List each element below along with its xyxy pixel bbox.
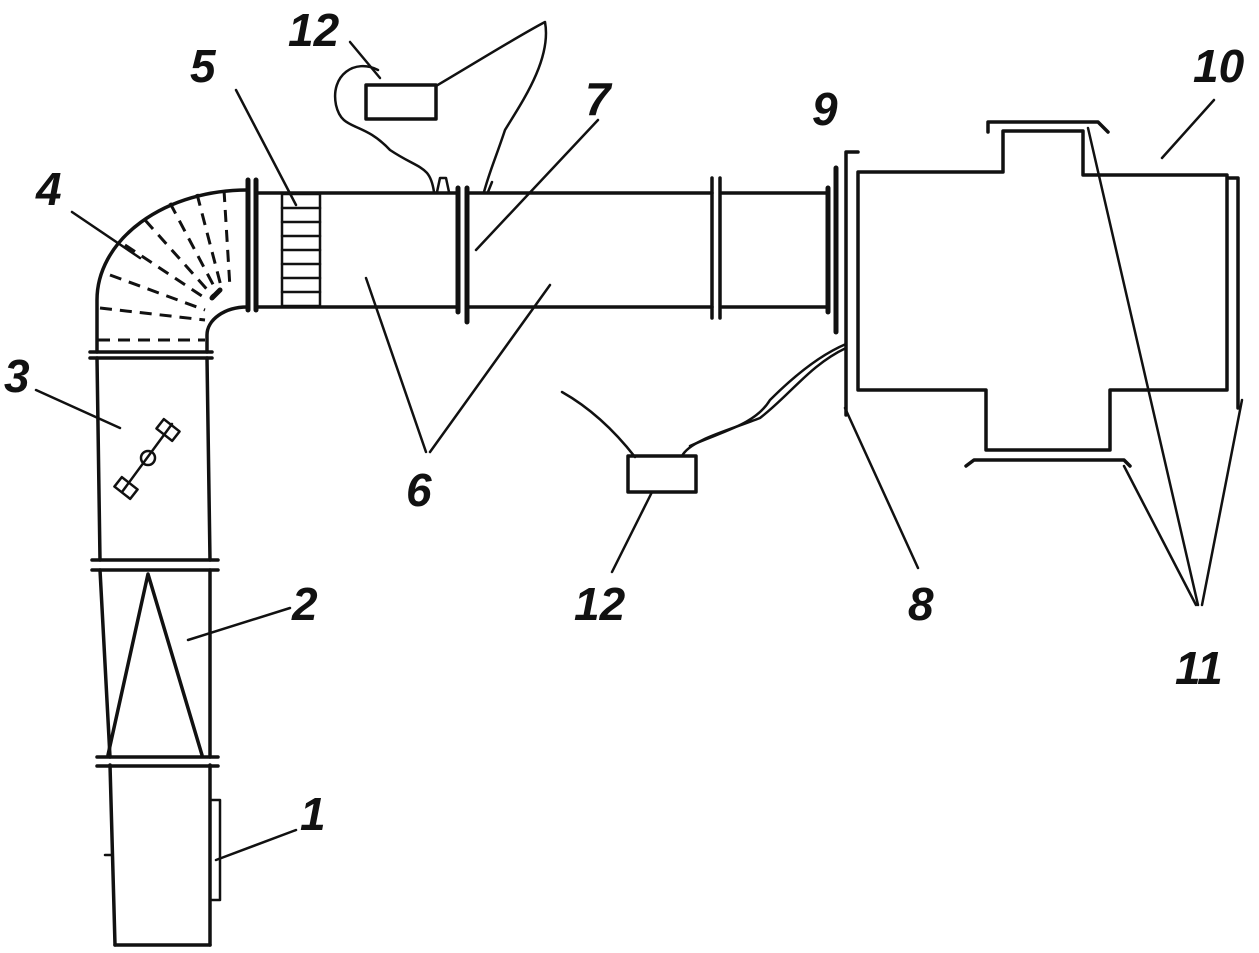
- test-chamber-10: [856, 129, 1229, 452]
- leader-lines: [34, 40, 1244, 862]
- label-8: 8: [908, 578, 934, 630]
- side-panel-1: [208, 798, 222, 902]
- label-10: 10: [1193, 40, 1245, 92]
- label-1: 1: [300, 788, 326, 840]
- label-5: 5: [190, 40, 217, 92]
- label-2: 2: [291, 578, 318, 630]
- flange-middle: [90, 558, 220, 572]
- flange-8: [833, 150, 860, 417]
- measuring-device-12-bottom: [626, 454, 698, 494]
- label-9: 9: [812, 83, 838, 135]
- flange-before-9: [710, 176, 722, 320]
- flange-lower: [95, 755, 220, 768]
- orifice-flange-7: [455, 185, 470, 325]
- duct-section-9: [720, 185, 831, 315]
- label-3: 3: [4, 350, 30, 402]
- measuring-device-12-top: [364, 83, 438, 121]
- label-4: 4: [35, 163, 62, 215]
- label-11: 11: [1175, 642, 1223, 694]
- label-12-top: 12: [288, 4, 340, 56]
- flange-elbow-bottom: [88, 350, 214, 360]
- damper-section: [95, 356, 212, 562]
- grille-5: [280, 192, 322, 308]
- inlet-section: [103, 763, 212, 947]
- flange-elbow-right: [245, 177, 259, 313]
- elbow-section: [95, 188, 249, 354]
- label-12-bottom: 12: [574, 578, 626, 630]
- duct-section-6: [466, 191, 714, 309]
- label-7: 7: [585, 73, 613, 125]
- label-6: 6: [406, 464, 432, 516]
- filter-section: [98, 568, 212, 759]
- connection-tubes: [333, 20, 848, 459]
- support-brackets-11: [964, 120, 1240, 468]
- damper-icon: [113, 417, 181, 501]
